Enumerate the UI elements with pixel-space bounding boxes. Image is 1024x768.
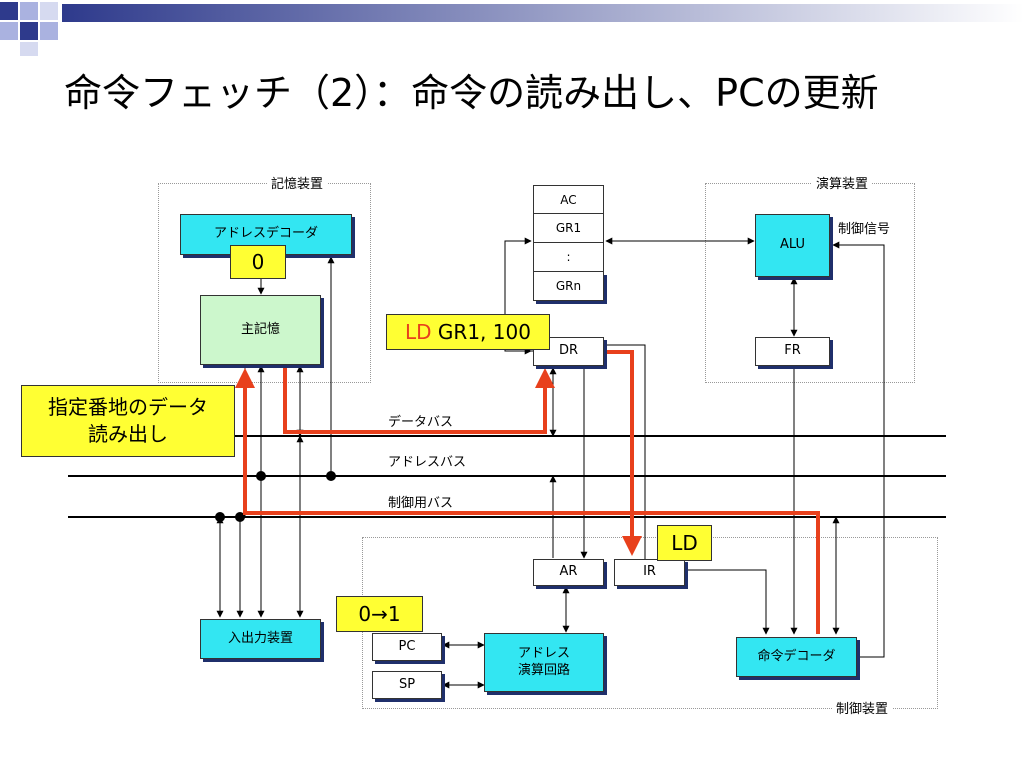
ld-args-text: GR1, 100 [431, 320, 531, 344]
address-calc-line2: 演算回路 [517, 662, 570, 678]
io-device-box: 入出力装置 [200, 619, 321, 659]
ir-flow-arrow [604, 350, 642, 556]
control-flow-arrow [235, 368, 820, 634]
arith-unit-label: 演算装置 [812, 173, 873, 192]
alu-box: ALU [755, 214, 830, 277]
register-gr1: GR1 [533, 214, 604, 243]
register-ac: AC [533, 185, 604, 214]
register-grn: GRn [533, 272, 604, 301]
read-flow-arrow [283, 366, 555, 434]
control-unit-label: 制御装置 [832, 698, 893, 717]
ld-callout: LD [657, 525, 712, 561]
control-signal-label: 制御信号 [838, 222, 891, 237]
main-memory-box: 主記憶 [200, 295, 321, 365]
data-bus-label: データバス [388, 415, 454, 430]
read-data-line2: 読み出し [88, 422, 168, 446]
address-calc-box: アドレス 演算回路 [484, 633, 604, 692]
address-calc-line1: アドレス [517, 646, 570, 662]
read-data-callout: 指定番地のデータ 読み出し [21, 385, 235, 457]
sp-box: SP [372, 671, 442, 699]
ir-box: IR [614, 559, 685, 586]
instruction-decoder-box: 命令デコーダ [736, 637, 857, 677]
header-gradient-bar [62, 4, 1024, 22]
ar-box: AR [533, 559, 604, 586]
read-data-line1: 指定番地のデータ [48, 395, 208, 419]
memory-unit-frame [158, 183, 371, 383]
arith-unit-frame [705, 183, 915, 383]
memory-unit-label: 記憶装置 [267, 173, 328, 192]
register-colon: : [533, 243, 604, 272]
page-title: 命令フェッチ（2）：命令の読み出し、PCの更新 [64, 71, 879, 115]
address-bus-label: アドレスバス [388, 455, 467, 470]
io-device-label: 入出力装置 [227, 630, 293, 646]
pc-box: PC [372, 633, 442, 661]
ld-instruction-callout: LD GR1, 100 [386, 314, 550, 350]
ld-op-text: LD [405, 320, 432, 344]
fr-box: FR [755, 337, 830, 366]
pc-update-callout: 0→1 [336, 596, 423, 632]
corner-decoration [0, 0, 90, 58]
address-zero-callout: 0 [230, 245, 286, 279]
control-bus-label: 制御用バス [388, 496, 454, 511]
